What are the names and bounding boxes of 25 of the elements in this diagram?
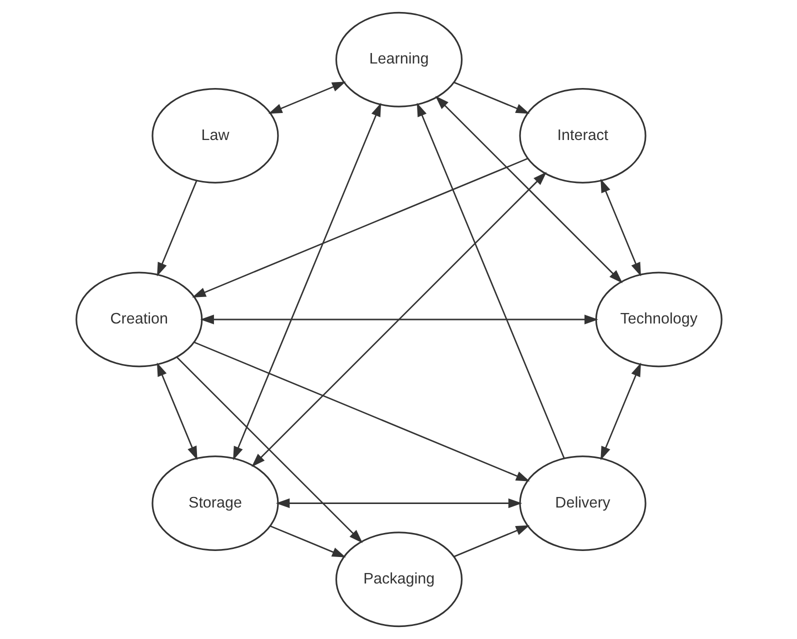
arrow: [270, 525, 346, 558]
arrow: [275, 498, 522, 508]
node-ellipse: Learning: [334, 12, 462, 108]
arrow: [251, 172, 546, 467]
arrow: [268, 82, 346, 114]
arrow: [192, 158, 528, 298]
arrow: [434, 96, 622, 284]
arrow: [600, 178, 641, 276]
node-ellipse: Interact: [518, 88, 646, 184]
arrow: [176, 356, 362, 544]
arrow: [416, 102, 564, 459]
arrow: [194, 342, 530, 482]
arrow: [600, 362, 641, 460]
node-ellipse: Law: [151, 88, 278, 184]
arrow: [453, 82, 530, 114]
arrow: [156, 180, 197, 276]
node-ellipse: Creation: [75, 272, 202, 368]
arrow: [200, 314, 598, 324]
node-ellipse: Technology: [594, 272, 722, 368]
node-ellipse: Storage: [151, 456, 278, 551]
node-ellipse: Packaging: [334, 532, 462, 628]
arrow: [156, 362, 197, 460]
arrow: [232, 102, 381, 460]
arrow: [453, 525, 530, 558]
node-ellipse: Delivery: [518, 456, 646, 551]
